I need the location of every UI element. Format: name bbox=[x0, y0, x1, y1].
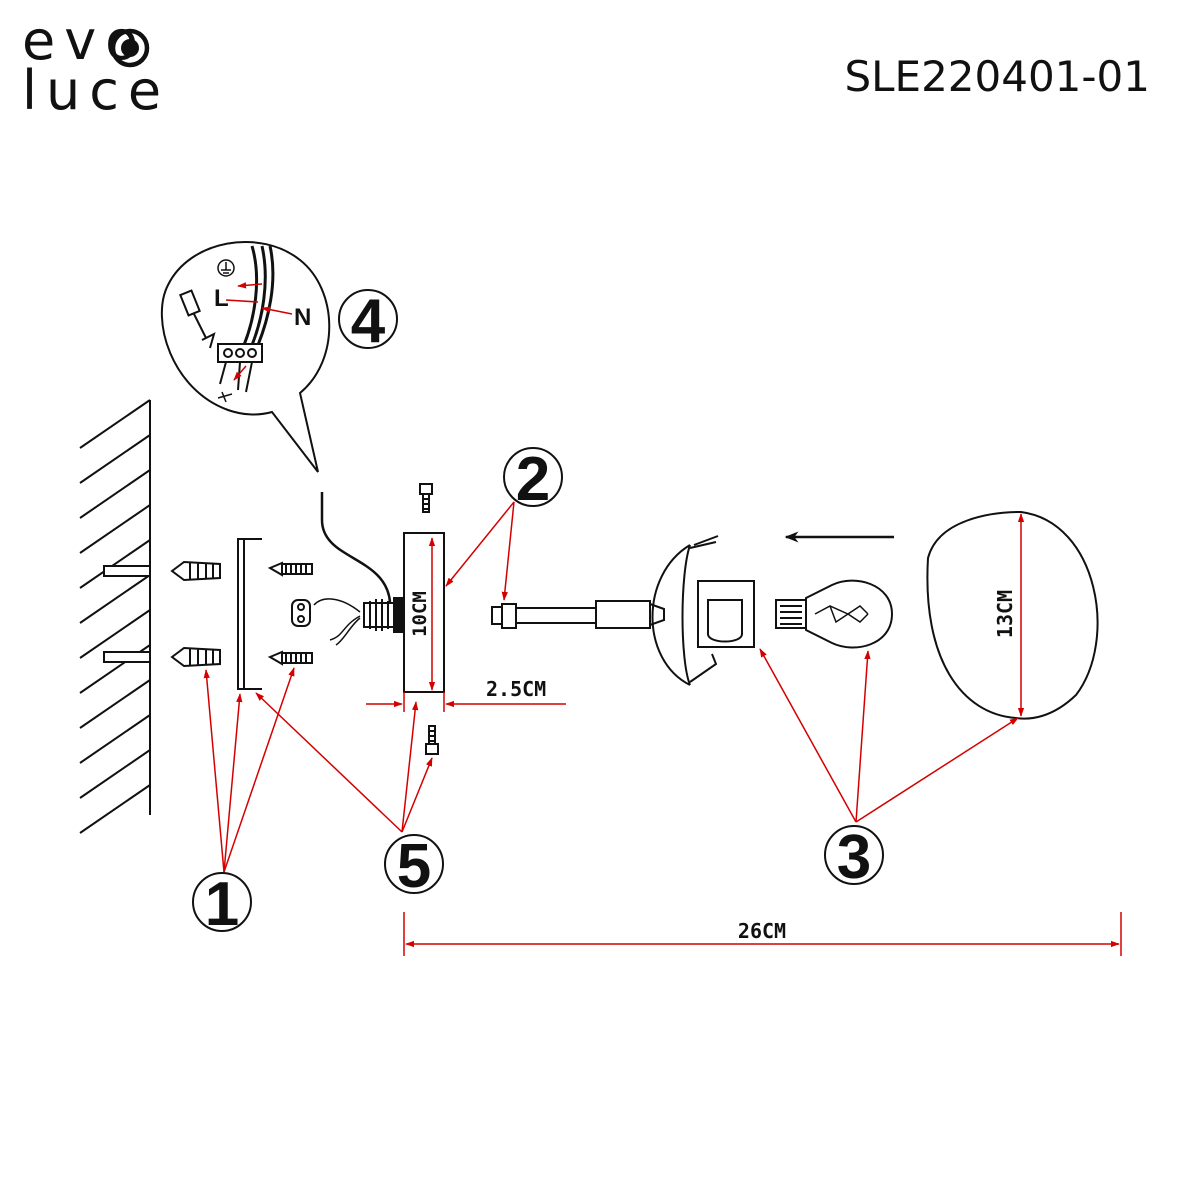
callout-3-number: 3 bbox=[837, 823, 871, 892]
callout-1-number: 1 bbox=[205, 870, 239, 939]
connector-pointer bbox=[233, 365, 247, 381]
wall-plug-top bbox=[170, 560, 221, 582]
plate-screw-bottom bbox=[425, 725, 439, 755]
wall-plate bbox=[403, 532, 445, 693]
terminal-block bbox=[291, 599, 311, 627]
mounting-bracket bbox=[237, 538, 262, 690]
supply-cable bbox=[320, 492, 392, 603]
callout-2-number: 2 bbox=[516, 445, 550, 514]
callout-4: 4 bbox=[338, 287, 398, 356]
dim-plate-height: 10CM bbox=[409, 537, 436, 691]
callout-5-number: 5 bbox=[397, 832, 431, 901]
cable-bundle bbox=[242, 245, 275, 346]
neutral-label: N bbox=[294, 304, 311, 331]
brand-target-icon bbox=[110, 28, 150, 68]
neutral-wire-pointer bbox=[261, 306, 293, 315]
callout-1-leaders bbox=[203, 667, 295, 873]
callout-4-number: 4 bbox=[351, 287, 386, 356]
brand-logo: evo luce bbox=[22, 14, 182, 124]
wall-holes bbox=[103, 565, 151, 663]
callout-5: 5 bbox=[384, 832, 444, 901]
live-label: L bbox=[214, 285, 229, 312]
callout-3: 3 bbox=[824, 823, 884, 892]
callout-5-leaders bbox=[255, 692, 433, 833]
wiring-detail-inset: L N bbox=[160, 241, 331, 473]
brand-line-2: luce bbox=[22, 59, 171, 122]
screw-bottom bbox=[267, 650, 313, 666]
dim-shade-diameter-label: 13CM bbox=[993, 590, 1017, 638]
live-wire-pointer bbox=[237, 282, 263, 289]
callout-1: 1 bbox=[192, 870, 252, 939]
dim-shade-diameter: 13CM bbox=[993, 513, 1025, 717]
dim-overall: 26CM bbox=[403, 912, 1122, 956]
screwdriver-icon bbox=[179, 289, 216, 349]
wall-plug-bottom bbox=[170, 646, 221, 668]
lamp-holder bbox=[651, 535, 755, 686]
callout-2-leaders bbox=[445, 501, 515, 601]
glass-shade bbox=[926, 510, 1099, 720]
callout-3-leaders bbox=[759, 648, 1019, 823]
callout-2: 2 bbox=[503, 445, 563, 514]
connector-block bbox=[217, 343, 263, 403]
dim-plate-height-label: 10CM bbox=[409, 591, 431, 637]
live-wire-lead bbox=[225, 299, 259, 303]
inner-wires bbox=[313, 598, 361, 646]
earth-symbol-icon bbox=[217, 259, 235, 277]
light-bulb bbox=[775, 579, 894, 649]
dim-plate-depth-label: 2.5CM bbox=[486, 677, 546, 701]
lamp-arm bbox=[491, 600, 665, 629]
screw-top bbox=[267, 561, 313, 577]
dim-overall-label: 26CM bbox=[738, 919, 786, 943]
dim-plate-depth: 2.5CM bbox=[366, 677, 566, 712]
threaded-nipple bbox=[363, 597, 405, 633]
wall-section bbox=[79, 399, 151, 834]
model-number: SLE220401-01 bbox=[844, 52, 1150, 101]
plate-screw-top bbox=[419, 483, 433, 513]
